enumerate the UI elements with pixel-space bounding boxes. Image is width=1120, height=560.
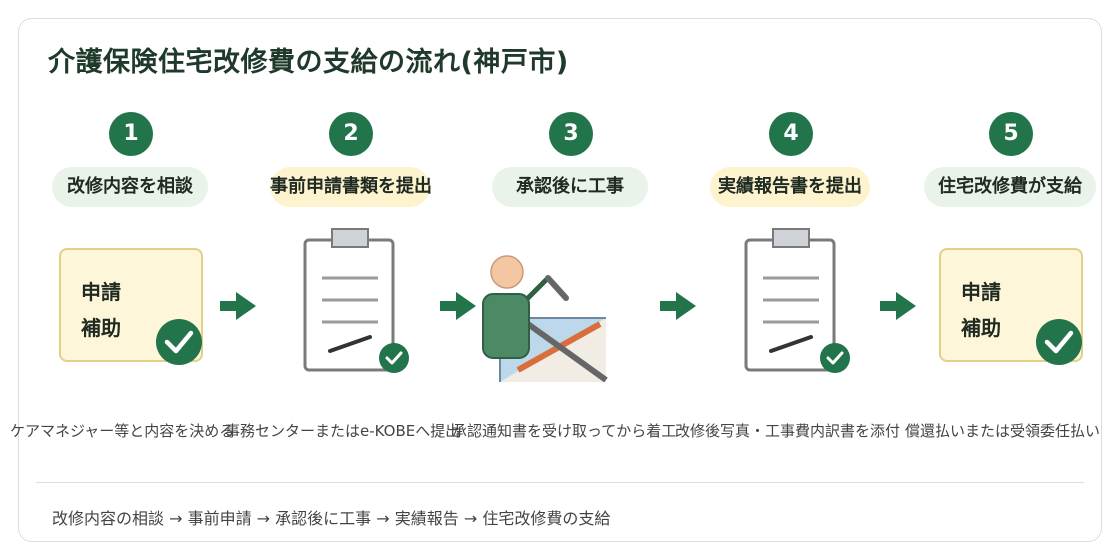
flow-summary: 改修内容の相談 → 事前申請 → 承認後に工事 → 実績報告 → 住宅改修費の支… — [52, 509, 611, 528]
clipboard-check-icon — [744, 228, 850, 373]
step-3: 3 承認後に工事 — [460, 112, 680, 412]
divider — [36, 482, 1084, 483]
page-title: 介護保険住宅改修費の支給の流れ(神戸市) — [48, 47, 569, 78]
step-number: 5 — [989, 112, 1033, 156]
step-1: 1 改修内容を相談 — [20, 112, 240, 412]
arrow-right-icon — [220, 292, 256, 320]
step-label: 実績報告書を提出 — [710, 167, 870, 207]
check-circle-icon — [156, 319, 202, 365]
card-text-line1: 申請 — [81, 280, 121, 304]
application-subsidy-card: 申請 補助 — [939, 248, 1083, 365]
check-circle-icon — [1036, 319, 1082, 365]
step-number: 2 — [329, 112, 373, 156]
step-description: 事務センターまたはe-KOBEへ提出 — [225, 422, 461, 440]
step-description: ケアマネジャー等と内容を決める — [10, 422, 235, 440]
worker-construction-icon — [482, 255, 608, 383]
step-number: 3 — [549, 112, 593, 156]
step-4: 4 実績報告書を提出 — [680, 112, 900, 412]
step-number: 4 — [769, 112, 813, 156]
step-label: 住宅改修費が支給 — [924, 167, 1096, 207]
step-label: 事前申請書類を提出 — [270, 167, 432, 207]
arrow-right-icon — [440, 292, 476, 320]
step-label: 承認後に工事 — [492, 167, 648, 207]
step-label: 改修内容を相談 — [52, 167, 208, 207]
step-description: 償還払いまたは受領委任払い — [905, 422, 1101, 440]
card-text-line1: 申請 — [961, 280, 1001, 304]
step-5: 5 住宅改修費が支給 — [900, 112, 1120, 412]
arrow-right-icon — [880, 292, 916, 320]
clipboard-check-icon — [303, 228, 409, 373]
step-description: 承認通知書を受け取ってから着工 — [452, 422, 677, 440]
application-subsidy-card: 申請 補助 — [59, 248, 203, 365]
card-text-line2: 補助 — [81, 316, 121, 340]
card-text-line2: 補助 — [961, 316, 1001, 340]
arrow-right-icon — [660, 292, 696, 320]
step-number: 1 — [109, 112, 153, 156]
step-2: 2 事前申請書類を提出 — [240, 112, 460, 412]
step-description: 改修後写真・工事費内訳書を添付 — [675, 422, 901, 440]
